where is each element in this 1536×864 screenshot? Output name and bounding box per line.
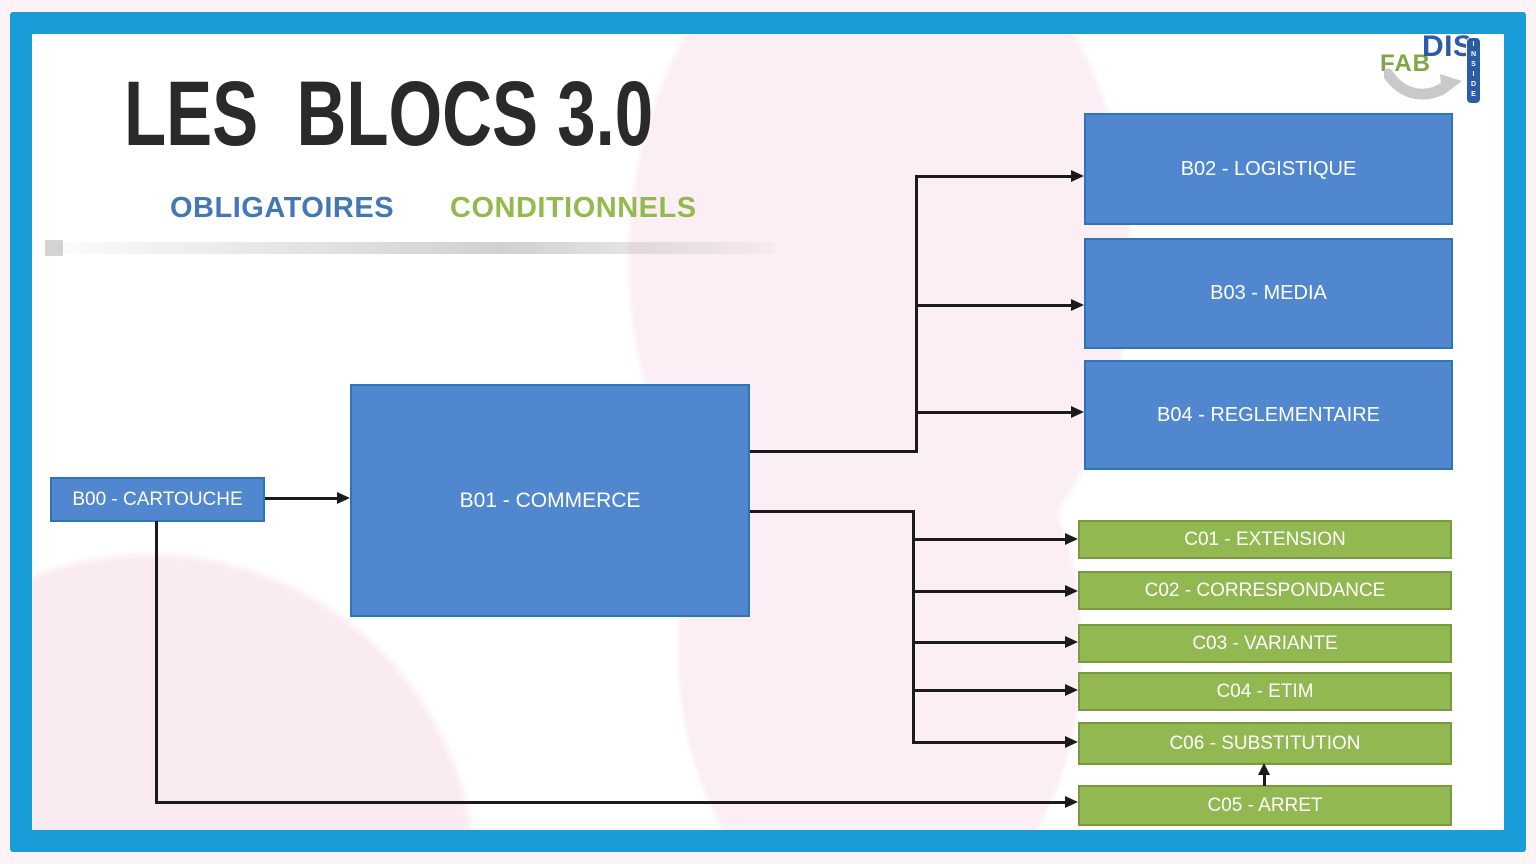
arrowhead-b00-b01: [337, 492, 350, 504]
logo-dis-text: DIS: [1422, 30, 1474, 63]
connector-b00-down: [155, 521, 158, 804]
connector-to-c03: [912, 641, 1066, 644]
arrowhead-c01: [1065, 533, 1078, 545]
connector-to-b03: [915, 304, 1072, 307]
arrowhead-c05-c06: [1258, 763, 1270, 775]
logo-swoosh-arrow-icon: [1384, 68, 1462, 100]
connector-top-trunk: [915, 175, 918, 453]
connector-b01-top-exit: [750, 450, 918, 453]
node-c06-substitution: C06 - SUBSTITUTION: [1078, 722, 1452, 765]
connector-bottom-trunk: [912, 510, 915, 744]
node-c02-correspondance: C02 - CORRESPONDANCE: [1078, 571, 1452, 610]
arrowhead-b03: [1071, 299, 1084, 311]
connector-b00-c05: [155, 801, 1067, 804]
node-b04-reglementaire: B04 - REGLEMENTAIRE: [1084, 360, 1453, 470]
node-c01-extension: C01 - EXTENSION: [1078, 520, 1452, 559]
logo-inside-badge: INSIDE: [1466, 37, 1481, 104]
node-b03-media: B03 - MEDIA: [1084, 238, 1453, 349]
arrowhead-c06: [1065, 736, 1078, 748]
legend-obligatoires: OBLIGATOIRES: [170, 192, 395, 224]
connector-to-b04: [915, 411, 1072, 414]
arrowhead-c04: [1065, 684, 1078, 696]
connector-b01-bottom-exit: [750, 510, 915, 513]
connector-c05-c06: [1263, 773, 1266, 786]
arrowhead-b00-c05: [1065, 796, 1078, 808]
node-b02-logistique: B02 - LOGISTIQUE: [1084, 113, 1453, 225]
node-c04-etim: C04 - ETIM: [1078, 672, 1452, 711]
connector-b00-b01: [265, 497, 339, 500]
connector-to-c01: [912, 538, 1066, 541]
divider-cap: [45, 240, 63, 256]
node-c03-variante: C03 - VARIANTE: [1078, 624, 1452, 663]
connector-to-c06: [912, 741, 1066, 744]
legend-conditionnels: CONDITIONNELS: [450, 192, 697, 224]
connector-to-b02: [915, 175, 1072, 178]
arrowhead-b04: [1071, 406, 1084, 418]
fabdis-logo: FAB DIS INSIDE: [1372, 30, 1490, 115]
arrowhead-b02: [1071, 170, 1084, 182]
arrowhead-c02: [1065, 585, 1078, 597]
arrowhead-c03: [1065, 636, 1078, 648]
node-b01-commerce: B01 - COMMERCE: [350, 384, 750, 617]
connector-to-c04: [912, 689, 1066, 692]
divider-bar: [58, 242, 775, 254]
node-b00-cartouche: B00 - CARTOUCHE: [50, 477, 265, 522]
node-c05-arret: C05 - ARRET: [1078, 785, 1452, 826]
connector-to-c02: [912, 590, 1066, 593]
page-title: LES BLOCS 3.0: [124, 63, 654, 165]
